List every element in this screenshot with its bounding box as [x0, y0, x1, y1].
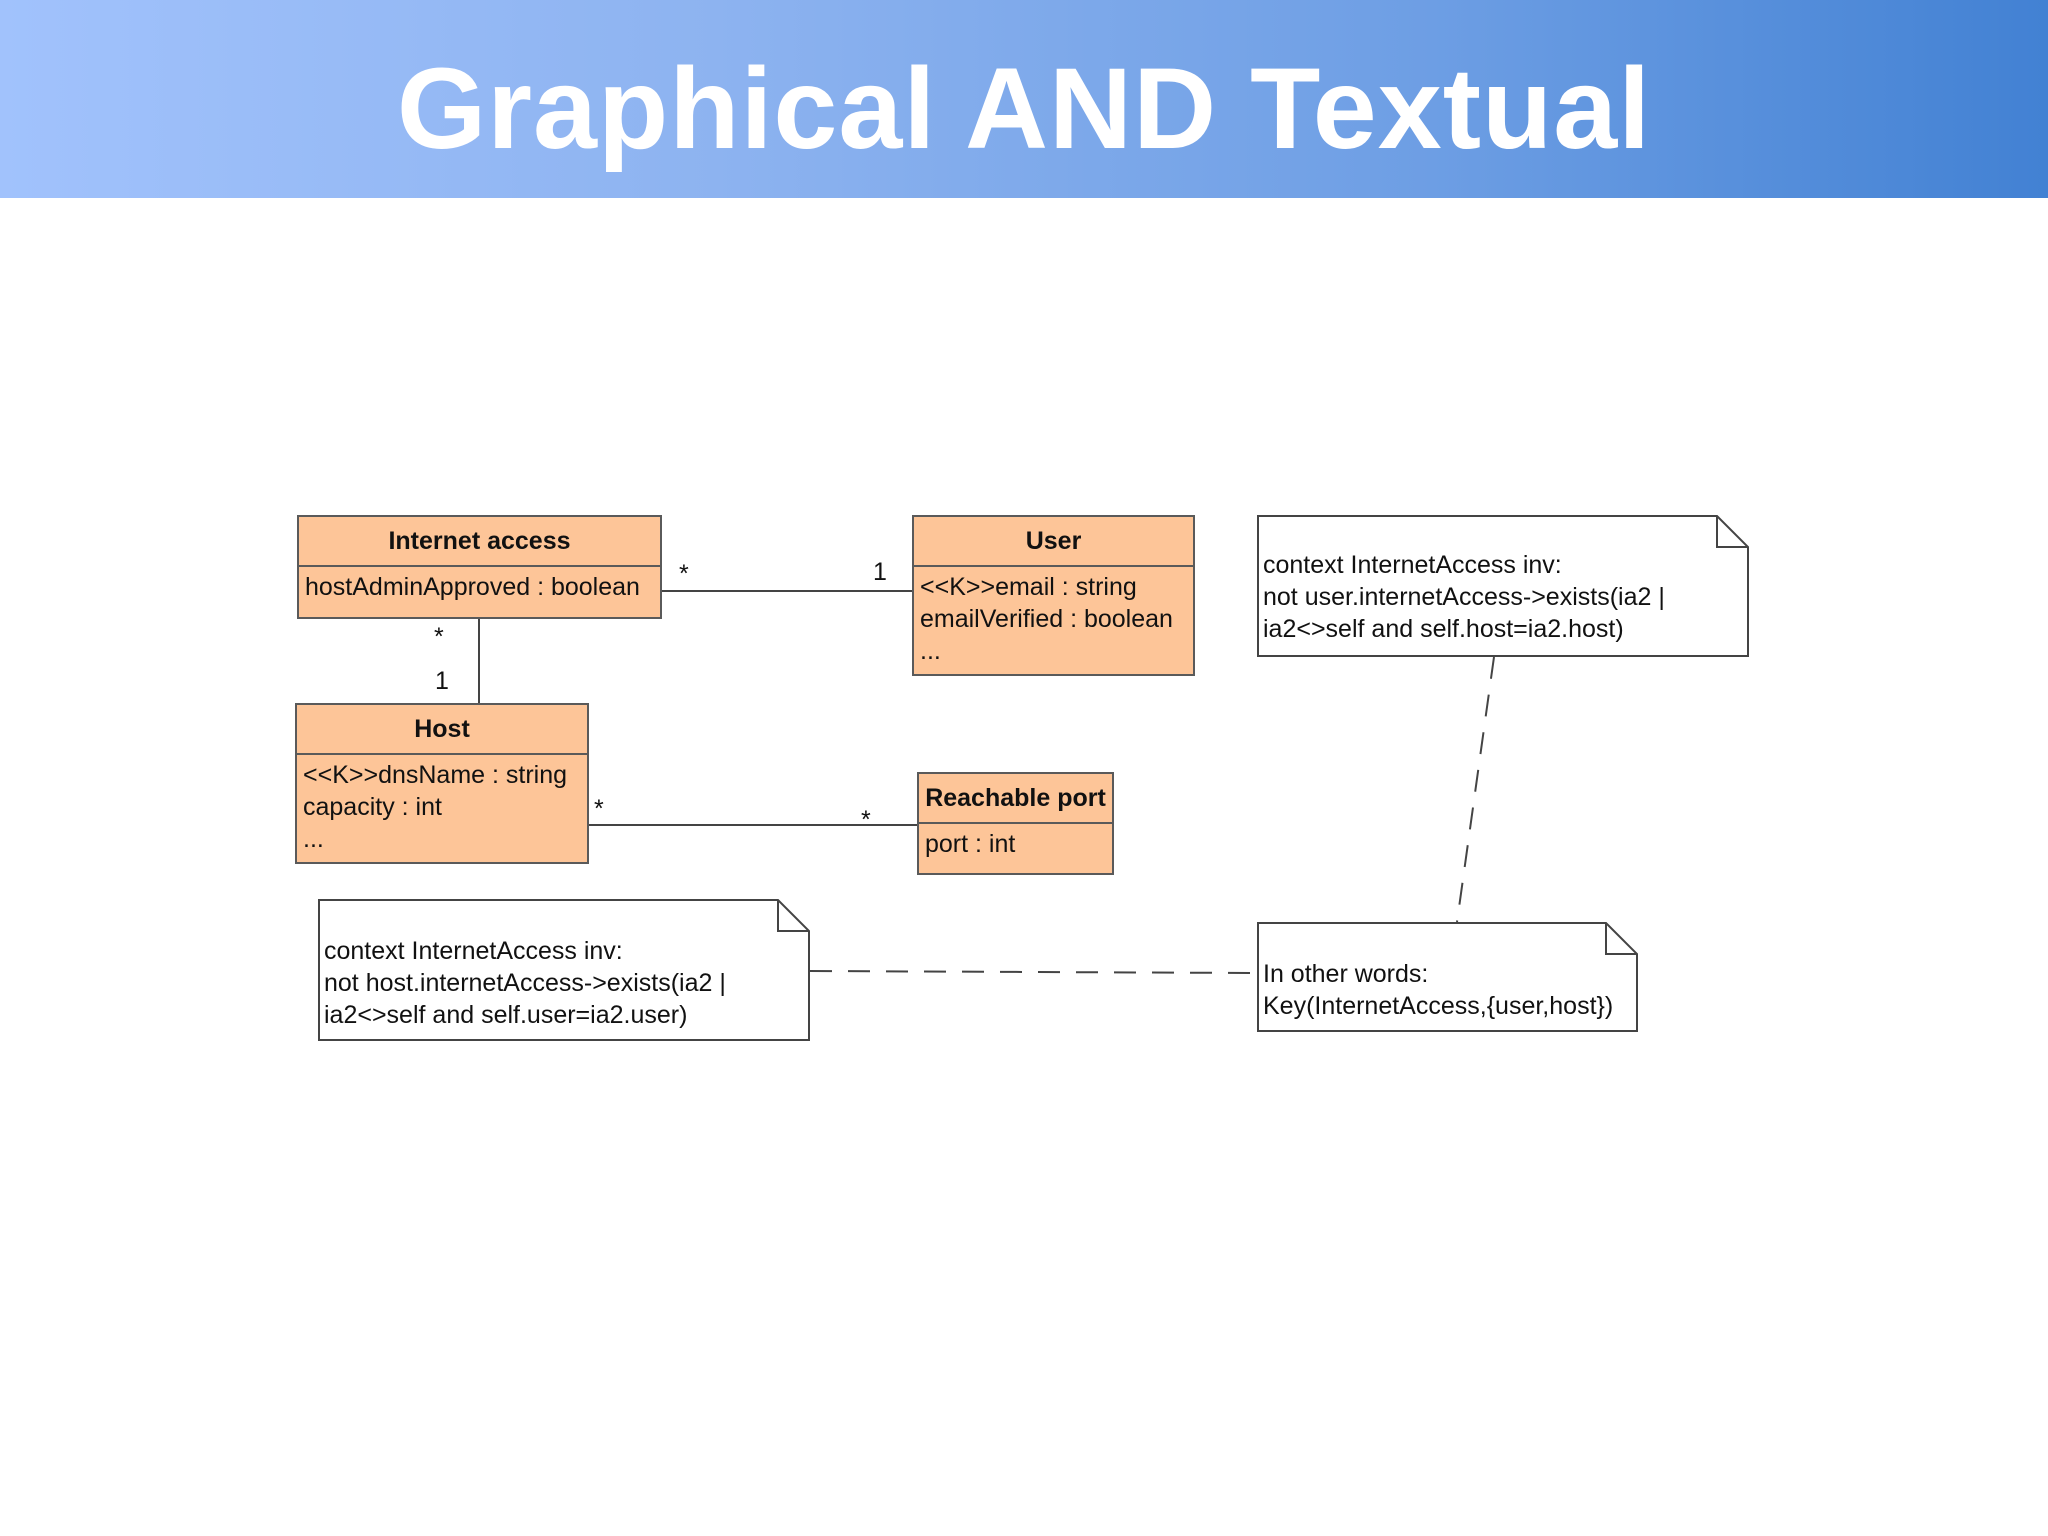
- attribute: ...: [920, 637, 941, 665]
- note-text: context InternetAccess inv: not host.int…: [324, 935, 726, 1031]
- class-host[interactable]: Host <<K>>dnsName : string capacity : in…: [295, 703, 589, 864]
- note-host-key-constraint[interactable]: context InternetAccess inv: not host.int…: [318, 899, 810, 1041]
- anchor-user-note-to-summary-note: [1456, 656, 1495, 923]
- attribute: hostAdminApproved : boolean: [305, 573, 640, 601]
- note-line: not user.internetAccess->exists(ia2 |: [1263, 583, 1665, 611]
- note-line: not host.internetAccess->exists(ia2 |: [324, 969, 726, 997]
- class-attributes: port : int: [919, 824, 1112, 864]
- anchor-host-note-to-summary-note: [809, 970, 1258, 974]
- note-frame: [1257, 515, 1749, 657]
- attribute: <<K>>dnsName : string: [303, 761, 568, 789]
- multiplicity-internet-access-to-host-host-end: 1: [435, 667, 449, 695]
- multiplicity-host-to-port-host-end: *: [594, 795, 604, 823]
- attribute: ...: [303, 825, 324, 853]
- note-line: Key(InternetAccess,{user,host}): [1263, 992, 1614, 1020]
- slide-title: Graphical AND Textual: [396, 45, 1652, 173]
- multiplicity-internet-access-to-host-ia-end: *: [434, 623, 444, 651]
- multiplicity-internet-access-to-user-user-end: 1: [873, 558, 887, 586]
- class-name: User: [914, 517, 1193, 567]
- class-attributes: <<K>>email : string emailVerified : bool…: [914, 567, 1193, 671]
- class-name: Reachable port: [919, 774, 1112, 824]
- title-banner: [0, 0, 2048, 198]
- class-user[interactable]: User <<K>>email : string emailVerified :…: [912, 515, 1195, 676]
- class-attributes: <<K>>dnsName : string capacity : int ...: [297, 755, 587, 859]
- attribute: <<K>>email : string: [920, 573, 1137, 601]
- note-text: context InternetAccess inv: not user.int…: [1263, 549, 1665, 645]
- note-line: ia2<>self and self.user=ia2.user): [324, 1001, 688, 1029]
- note-line: context InternetAccess inv:: [1263, 551, 1562, 579]
- note-line: In other words:: [1263, 960, 1429, 988]
- attribute: capacity : int: [303, 793, 442, 821]
- note-summary-key[interactable]: In other words: Key(InternetAccess,{user…: [1257, 922, 1638, 1032]
- attribute: emailVerified : boolean: [920, 605, 1173, 633]
- class-name: Host: [297, 705, 587, 755]
- note-frame: [318, 899, 810, 1041]
- class-internet-access[interactable]: Internet access hostAdminApproved : bool…: [297, 515, 662, 619]
- class-reachable-port[interactable]: Reachable port port : int: [917, 772, 1114, 875]
- note-text: In other words: Key(InternetAccess,{user…: [1263, 958, 1613, 1022]
- note-line: ia2<>self and self.host=ia2.host): [1263, 615, 1624, 643]
- multiplicity-host-to-port-port-end: *: [861, 806, 871, 834]
- attribute: port : int: [925, 830, 1016, 858]
- multiplicity-internet-access-to-user-ia-end: *: [679, 560, 689, 588]
- class-attributes: hostAdminApproved : boolean: [299, 567, 660, 607]
- note-line: context InternetAccess inv:: [324, 937, 623, 965]
- note-frame: [1257, 922, 1638, 1032]
- note-user-key-constraint[interactable]: context InternetAccess inv: not user.int…: [1257, 515, 1749, 657]
- class-name: Internet access: [299, 517, 660, 567]
